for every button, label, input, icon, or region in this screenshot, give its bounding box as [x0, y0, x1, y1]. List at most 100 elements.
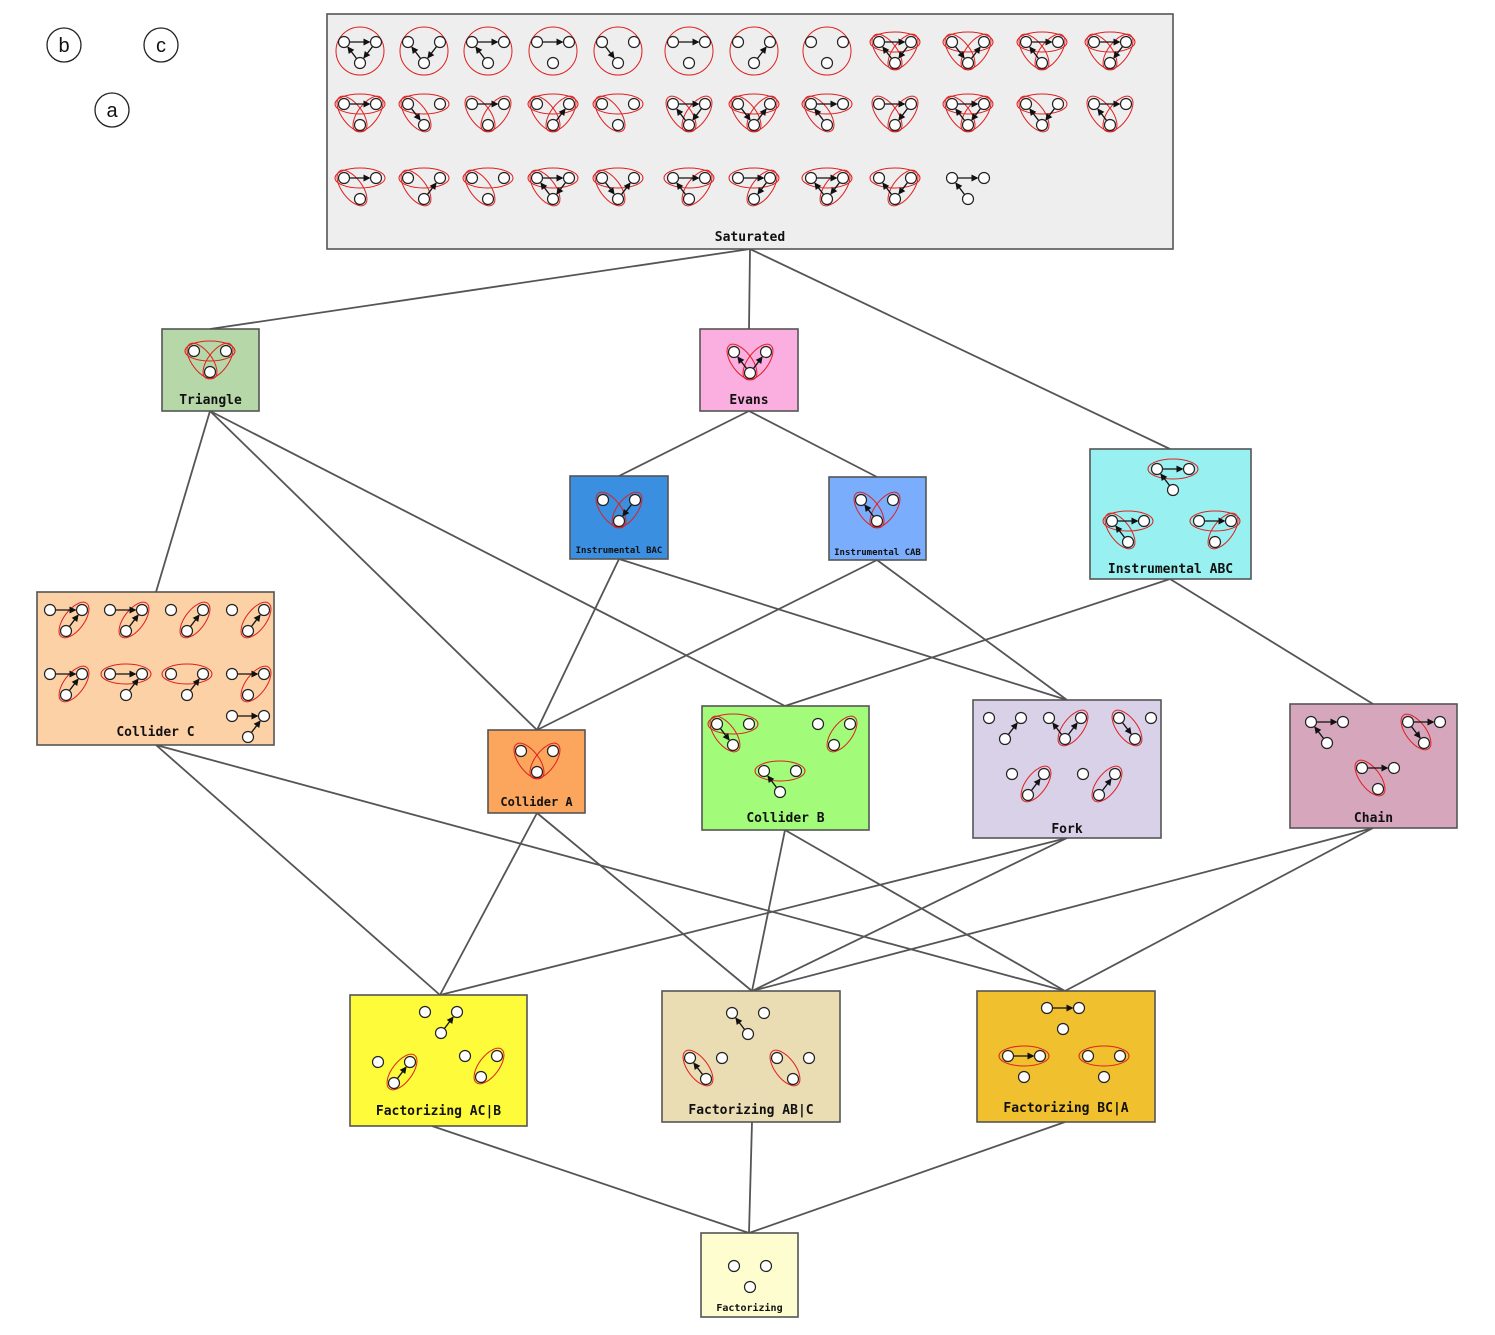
edge-instrumental_cab-to-fork — [876, 559, 1068, 701]
graph-glyph — [164, 601, 211, 639]
graph-glyph — [161, 663, 213, 702]
legend-node-c: c — [143, 27, 179, 63]
model-box-triangle: Triangle — [161, 328, 260, 412]
graph-glyph — [998, 1045, 1050, 1084]
model-label-saturated: Saturated — [715, 230, 785, 245]
edge-collider_c-to-factorizing_acb — [155, 744, 441, 996]
graph-glyph — [103, 601, 150, 639]
edge-chain-to-factorizing_bca — [1064, 827, 1374, 992]
graph-glyph — [1040, 1001, 1086, 1036]
edge-evans-to-instrumental_cab — [748, 410, 878, 478]
model-label-instrumental-bac: Instrumental BAC — [576, 546, 663, 556]
edge-collider_b-to-factorizing_bca — [784, 829, 1066, 992]
graph-glyph — [1078, 1045, 1130, 1084]
model-label-triangle: Triangle — [179, 393, 242, 408]
model-box-collider-c: Collider C — [36, 591, 275, 746]
graph-glyph — [593, 26, 643, 76]
graph-glyph — [802, 26, 852, 76]
graph-glyph — [462, 167, 514, 207]
model-label-chain: Chain — [1354, 811, 1393, 826]
graph-glyph — [399, 26, 449, 76]
graph-glyph — [335, 26, 385, 76]
graph-glyph — [184, 340, 236, 380]
graph-glyph — [1016, 31, 1068, 71]
edge-instrumental_abc-to-chain — [1169, 578, 1374, 705]
graph-glyph — [663, 167, 715, 207]
model-box-factorizing-acb: Factorizing AC|B — [349, 994, 528, 1127]
graph-glyph — [43, 665, 90, 703]
edge-factorizing_acb-to-factorizing — [431, 1125, 750, 1234]
model-box-factorizing-bca: Factorizing BC|A — [976, 990, 1156, 1123]
graph-glyph — [707, 713, 759, 753]
model-label-instrumental-cab: Instrumental CAB — [834, 548, 921, 558]
graph-glyph — [1076, 765, 1123, 803]
model-box-collider-a: Collider A — [487, 729, 586, 814]
graph-glyph — [769, 1049, 816, 1087]
model-label-factorizing-acb: Factorizing AC|B — [376, 1104, 501, 1119]
model-box-saturated: Saturated — [326, 13, 1174, 250]
lattice-edges — [155, 248, 1374, 1234]
model-box-collider-b: Collider B — [701, 705, 870, 831]
edge-triangle-to-collider_c — [155, 410, 211, 593]
graph-glyph — [869, 31, 921, 71]
model-label-instrumental-abc: Instrumental ABC — [1108, 562, 1233, 577]
graph-glyph — [334, 93, 386, 133]
edge-factorizing_abc-to-factorizing — [748, 1121, 753, 1234]
graph-glyph — [225, 601, 272, 639]
graph-glyph — [1189, 510, 1241, 550]
legend-node-a: a — [94, 92, 130, 128]
legend: b c a — [46, 27, 179, 128]
edge-collider_a-to-factorizing_abc — [536, 812, 753, 992]
graph-glyph — [595, 491, 643, 529]
edge-collider_c-to-factorizing_bca — [155, 744, 1066, 992]
graph-glyph — [463, 26, 513, 76]
edge-instrumental_abc-to-collider_b — [784, 578, 1171, 707]
graph-glyph — [942, 31, 994, 71]
graph-glyph — [811, 715, 858, 753]
graph-glyph — [982, 711, 1028, 746]
graph-glyph — [725, 1006, 771, 1041]
graph-glyph — [1042, 709, 1089, 747]
graph-glyph — [664, 26, 714, 76]
graph-glyph — [729, 26, 779, 76]
model-box-evans: Evans — [699, 328, 799, 412]
graph-glyph — [1354, 759, 1401, 797]
graph-glyph — [1304, 715, 1350, 750]
graph-glyph — [728, 167, 780, 207]
edge-saturated-to-instrumental_abc — [749, 248, 1171, 450]
model-label-evans: Evans — [729, 393, 768, 408]
model-label-factorizing-bca: Factorizing BC|A — [1003, 1101, 1128, 1116]
graph-glyph — [225, 709, 271, 744]
edge-collider_a-to-factorizing_acb — [439, 812, 538, 996]
model-label-collider-c: Collider C — [116, 725, 194, 740]
model-box-fork: Fork — [972, 699, 1162, 839]
graph-glyph — [945, 171, 991, 206]
graph-glyph — [371, 1053, 418, 1091]
model-label-factorizing-abc: Factorizing AB|C — [688, 1103, 813, 1118]
edge-instrumental_cab-to-collider_a — [536, 559, 878, 731]
graph-glyph — [853, 491, 901, 529]
graph-glyph — [528, 26, 578, 76]
graph-glyph — [942, 93, 994, 133]
graph-glyph — [869, 167, 921, 207]
model-label-collider-a: Collider A — [500, 795, 573, 809]
graph-glyph — [871, 95, 919, 133]
graph-glyph — [43, 601, 90, 639]
legend-label-b: b — [58, 35, 69, 57]
model-box-instrumental-abc: Instrumental ABC — [1089, 448, 1252, 580]
graph-glyph — [398, 167, 450, 207]
graph-glyph — [1005, 765, 1052, 803]
graph-glyph — [682, 1049, 729, 1087]
edge-triangle-to-collider_b — [209, 410, 786, 707]
graph-glyph — [1111, 709, 1158, 747]
edge-instrumental_bac-to-collider_a — [536, 558, 620, 731]
graph-glyph — [225, 665, 272, 703]
legend-label-a: a — [106, 100, 118, 122]
edge-factorizing_bca-to-factorizing — [748, 1121, 1066, 1234]
graph-glyph — [1016, 93, 1068, 133]
edge-collider_b-to-factorizing_abc — [751, 829, 786, 992]
edge-instrumental_bac-to-fork — [618, 558, 1068, 701]
graph-glyph — [754, 760, 806, 799]
edge-saturated-to-triangle — [209, 248, 751, 330]
